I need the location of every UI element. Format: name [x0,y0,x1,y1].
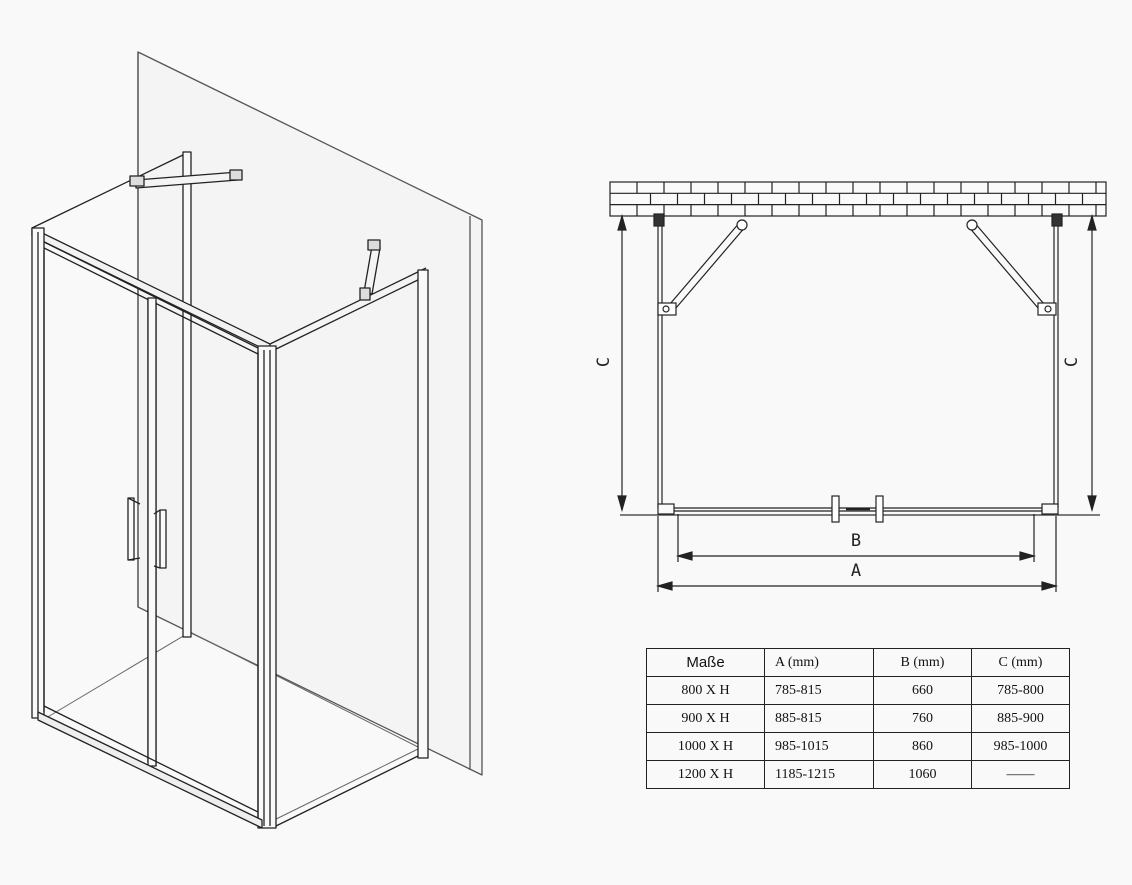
front-corner-post [257,345,277,829]
dimensions-table: Maße A (mm) B (mm) C (mm) 800 X H 785-81… [646,648,1070,789]
dim-c-left-label: C [594,357,614,367]
table-row: 800 X H 785-815 660 785-800 [646,676,1070,705]
plan-view-diagram: C C B A [594,181,1107,592]
header-b: B (mm) [873,648,972,677]
cell-a: 1185-1215 [764,760,874,789]
side-bottom-rail [275,755,419,827]
dim-b [675,514,1037,562]
dim-c-left [617,213,627,513]
back-wall [137,51,483,776]
cell-size: 900 X H [646,704,765,733]
stabilizer-bar-rear [129,169,243,189]
plan-door-handles [831,495,884,523]
table-row: 1200 X H 1185-1215 1060 —— [646,760,1070,789]
side-right-profile [417,269,429,759]
table-row: 1000 X H 985-1015 860 985-1000 [646,732,1070,761]
plan-stabilizer-left [657,219,748,316]
cell-size: 1000 X H [646,732,765,761]
isometric-shower-view [31,51,483,829]
cell-size: 1200 X H [646,760,765,789]
door-handle-right [153,509,167,569]
cell-c: 785-800 [971,676,1070,705]
dim-a [655,516,1059,592]
cell-a: 785-815 [764,676,874,705]
cell-a: 885-815 [764,704,874,733]
cell-b: 760 [873,704,972,733]
table-row: 900 X H 885-815 760 885-900 [646,704,1070,733]
cell-c: —— [971,760,1070,789]
cell-c: 885-900 [971,704,1070,733]
side-top-rail [31,154,427,353]
cell-b: 1060 [873,760,972,789]
cell-a: 985-1015 [764,732,874,761]
table-header-row: Maße A (mm) B (mm) C (mm) [646,648,1070,677]
header-a: A (mm) [764,648,874,677]
brick-wall [609,181,1107,217]
door-center-seal [147,297,157,767]
cell-c: 985-1000 [971,732,1070,761]
stabilizer-bar-side [359,239,381,301]
dim-c-right-label: C [1062,357,1082,367]
left-wall-profile [31,227,45,719]
dim-c-right [1087,213,1097,513]
plan-stabilizer-right [966,219,1057,316]
rear-wall-post [182,151,192,638]
cell-size: 800 X H [646,676,765,705]
header-c: C (mm) [971,648,1070,677]
cell-b: 860 [873,732,972,761]
enclosure-outline [620,213,1100,516]
door-handle-left [127,497,141,561]
header-masse: Maße [646,648,765,677]
dim-a-label: A [851,561,861,581]
bottom-threshold [37,705,263,829]
cell-b: 660 [873,676,972,705]
dim-b-label: B [851,531,861,551]
